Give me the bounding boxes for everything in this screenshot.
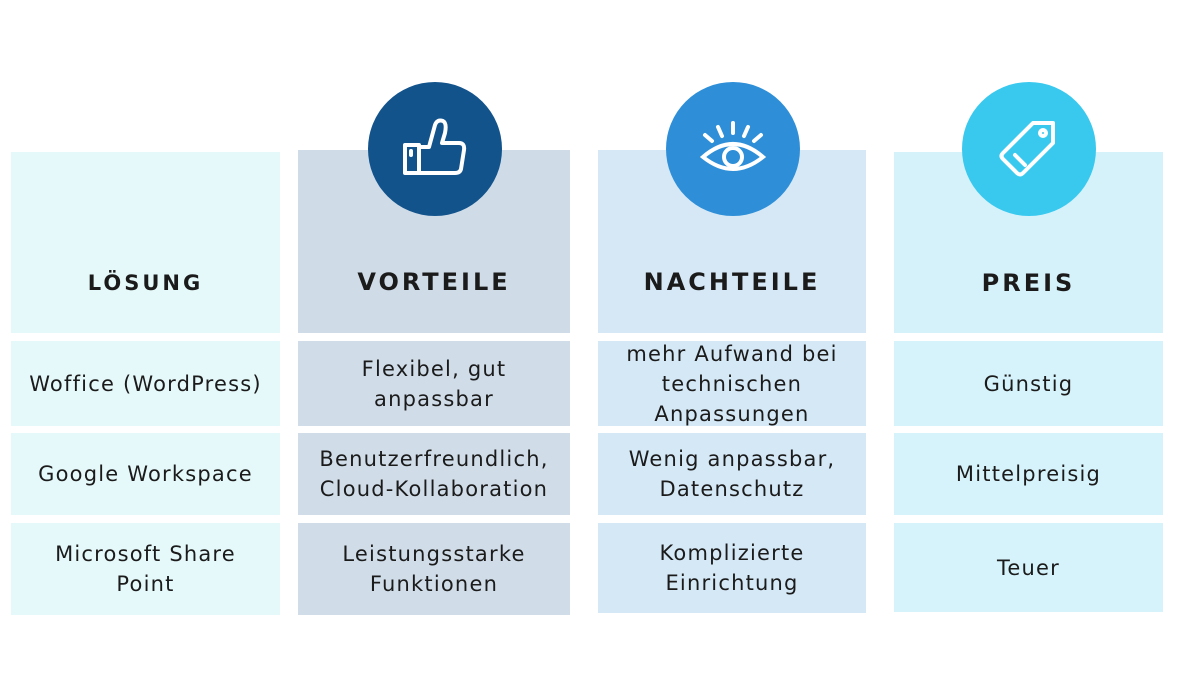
row3-loesung: Microsoft Share Point (11, 523, 280, 615)
header-loesung: LÖSUNG (11, 152, 280, 333)
row1-preis: Günstig (894, 341, 1163, 426)
nachteile-icon-circle (666, 82, 800, 216)
row2-preis: Mittelpreisig (894, 433, 1163, 515)
vorteile-icon-circle (368, 82, 502, 216)
thumbs-up-icon (403, 118, 467, 175)
preis-icon-circle (962, 82, 1096, 216)
header-nachteile: NACHTEILE (598, 150, 866, 333)
eye-icon (699, 121, 767, 171)
row1-vorteile: Flexibel, gut anpassbar (298, 341, 570, 426)
row1-loesung: Woffice (WordPress) (11, 341, 280, 426)
row3-preis: Teuer (894, 523, 1163, 612)
row2-loesung: Google Workspace (11, 433, 280, 515)
row2-vorteile: Benutzerfreundlich, Cloud-Kollaboration (298, 433, 570, 515)
row2-nachteile: Wenig anpassbar, Datenschutz (598, 433, 866, 515)
row3-nachteile: Komplizierte Einrichtung (598, 523, 866, 613)
row3-vorteile: Leistungsstarke Funktionen (298, 523, 570, 615)
price-tag-icon (999, 121, 1055, 177)
row1-nachteile: mehr Aufwand bei technischen Anpassungen (598, 341, 866, 426)
